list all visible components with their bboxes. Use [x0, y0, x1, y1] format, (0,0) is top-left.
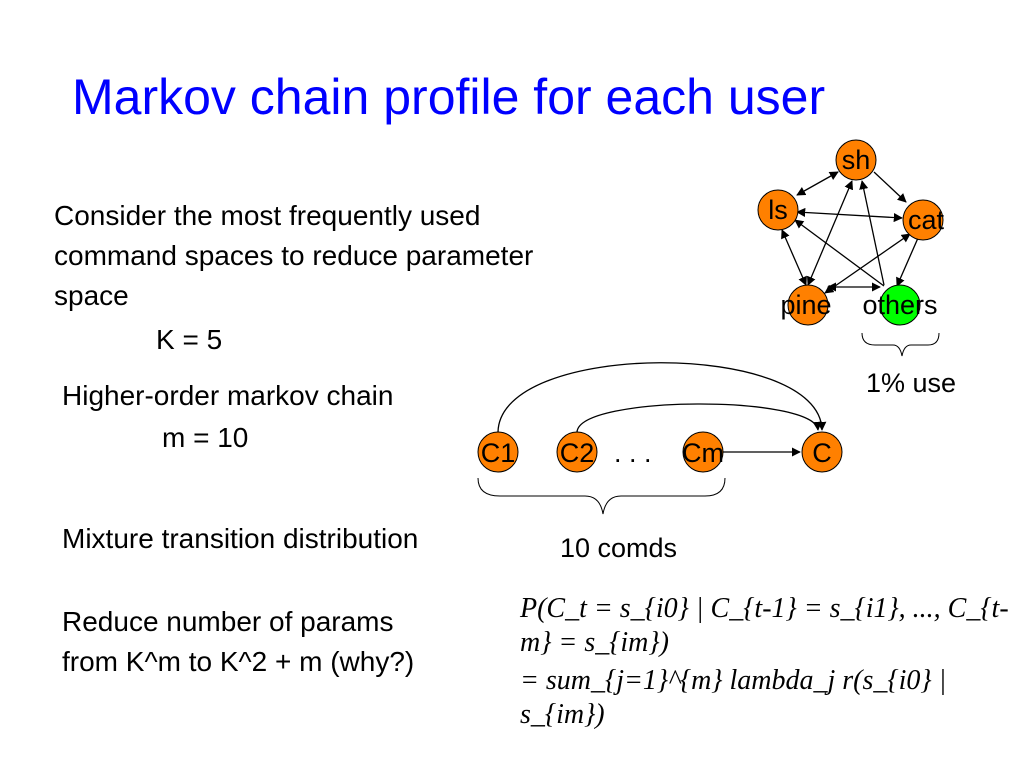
- reduce-text: Reduce number of params from K^m to K^2 …: [62, 602, 414, 682]
- text-line: Consider the most frequently used: [54, 200, 481, 231]
- chain-brace: [477, 477, 726, 515]
- others-brace: [861, 332, 940, 357]
- text-line: space: [54, 280, 129, 311]
- k-value: K = 5: [156, 324, 223, 355]
- chain-node-c2: C2: [556, 431, 598, 473]
- state-node-pine: pine: [780, 284, 832, 326]
- svg-text:C: C: [812, 438, 832, 468]
- chain-ellipsis: . . .: [614, 438, 652, 468]
- graph-edges: [781, 171, 919, 294]
- svg-text:Cm: Cm: [682, 438, 724, 468]
- arc-c2-c: [576, 403, 822, 433]
- text-line: from K^m to K^2 + m (why?): [62, 646, 415, 677]
- state-node-ls: ls: [757, 189, 799, 231]
- svg-text:sh: sh: [842, 145, 871, 175]
- arc-c1-c: [497, 362, 827, 433]
- mixture-text: Mixture transition distribution: [62, 523, 419, 554]
- state-node-others: others: [862, 284, 938, 326]
- svg-text:pine: pine: [780, 290, 831, 320]
- svg-text:ls: ls: [768, 195, 788, 225]
- text-line: Reduce number of params: [62, 606, 394, 637]
- slide-title: Markov chain profile for each user: [72, 69, 826, 125]
- svg-text:C1: C1: [481, 438, 516, 468]
- chain-node-cm: Cm: [682, 431, 724, 473]
- chain-brace-label: 10 comds: [560, 533, 677, 563]
- m-value: m = 10: [162, 422, 249, 453]
- formula-line-2: = sum_{j=1}^{m} lambda_j r(s_{i0} | s_{i…: [520, 665, 947, 730]
- state-node-sh: sh: [835, 139, 877, 181]
- chain-node-c: C: [801, 431, 843, 473]
- state-node-cat: cat: [902, 199, 945, 241]
- others-brace-label: 1% use: [866, 368, 956, 398]
- higher-order-text: Higher-order markov chain: [62, 380, 394, 411]
- svg-text:cat: cat: [908, 205, 945, 235]
- svg-text:others: others: [862, 290, 937, 320]
- consider-text: Consider the most frequently used comman…: [54, 196, 533, 316]
- chain-node-c1: C1: [477, 431, 519, 473]
- text-line: command spaces to reduce parameter: [54, 240, 534, 271]
- svg-text:C2: C2: [560, 438, 595, 468]
- formula-line-1: P(C_t = s_{i0} | C_{t-1} = s_{i1}, ..., …: [520, 593, 1009, 658]
